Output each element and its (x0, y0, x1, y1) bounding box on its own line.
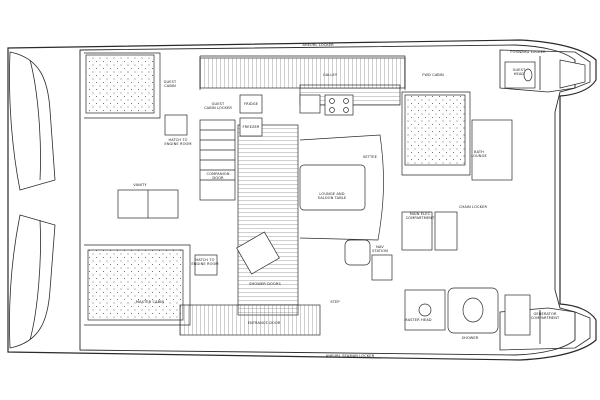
toilet-top (523, 68, 533, 82)
label-guest-cabin: GUEST CABIN (163, 80, 177, 88)
label-fridge: FRIDGE (243, 102, 259, 106)
label-aheru-locker: AHEURL LOCKER (302, 43, 334, 47)
label-guest-cabin-locker: GUEST CABIN LOCKER (204, 102, 232, 110)
bow-top (499, 49, 591, 93)
fwd-wall (401, 91, 471, 176)
stern-step-top (9, 51, 56, 191)
fridge (239, 94, 263, 114)
label-forward-locker: FORWARD LOCKER (510, 50, 546, 54)
stove (324, 94, 354, 116)
main-elec (401, 211, 433, 251)
label-fwd-cabin: FWD CABIN (422, 73, 444, 77)
galley-floor (199, 57, 406, 89)
label-generator: GENERATOR COMPARTMENT (530, 312, 560, 320)
generator (504, 294, 531, 336)
shower-top (559, 59, 586, 89)
guest-cabin-bed (85, 54, 155, 114)
label-chain-locker: CHAIN LOCKER (458, 205, 488, 209)
stern-step-bottom (9, 214, 56, 349)
saloon-table (299, 164, 366, 211)
guest-cabin-wall (84, 52, 161, 119)
master-cabin-wall (84, 244, 191, 326)
label-entrance-door: ENTRANCE DOOR (247, 321, 281, 325)
label-aheru-seaman-locker: AHEURL SEAMAN LOCKER (325, 354, 375, 358)
fwd-cabin-bed (404, 94, 466, 166)
nav-chair (236, 231, 280, 275)
label-freezer: FREEZER (242, 125, 260, 129)
saloon-couch (299, 134, 384, 241)
label-master-head: MASTER HEAD (404, 318, 432, 322)
bath-lounge (471, 119, 513, 181)
label-guest-head: GUEST HEAD (512, 68, 526, 76)
galley-wall (199, 55, 406, 90)
nav-seat (344, 239, 371, 266)
label-vanity: VANITY (133, 183, 147, 187)
entrance-floor (179, 304, 321, 336)
freezer (239, 117, 263, 137)
label-companion-door: COMPANION DOOR (206, 172, 230, 180)
label-step: STEP (330, 300, 340, 304)
label-hatch-bottom: HATCH TO ENGINE ROOM (191, 258, 219, 266)
label-bath-lounge: BATH LOUNGE (471, 150, 487, 158)
hatch-bottom (194, 254, 218, 276)
hatch-top (164, 114, 188, 136)
label-hatch-top: HATCH TO ENGINE ROOM (164, 138, 192, 146)
galley-sink (299, 94, 321, 114)
label-main-elec: MAIN ELEC COMPARTMENT (405, 212, 435, 220)
saloon-floor (237, 124, 299, 316)
hull-inner-wall (79, 44, 576, 356)
label-shower: SHOWER (461, 336, 479, 340)
nav-desk (371, 254, 393, 281)
elec-box (434, 211, 458, 251)
label-settee: SETTEE (362, 155, 378, 159)
label-saloon-table: LOUNGE AND SALOON TABLE (317, 192, 347, 200)
master-cabin-bed (87, 249, 184, 321)
label-galley: GALLEY (322, 73, 338, 77)
label-nav-station: NAV STATION (372, 245, 388, 253)
label-shower-doors: SHOWER DOORS (249, 282, 281, 286)
label-master-cabin: MASTER CABIN (135, 300, 165, 304)
hull-outline (7, 39, 597, 361)
